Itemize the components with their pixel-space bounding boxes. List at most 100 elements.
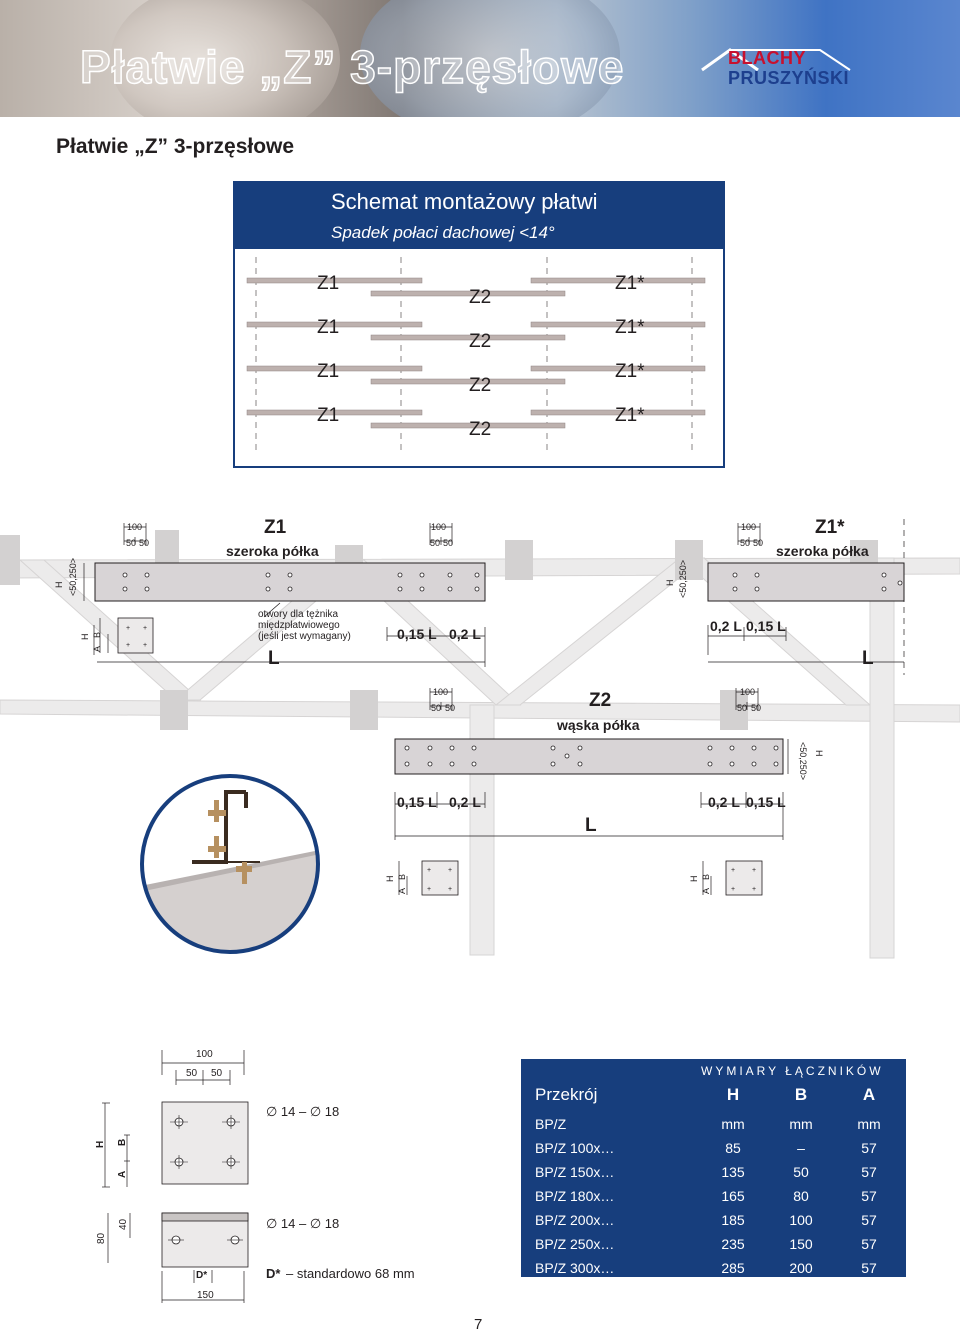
z2-conn-b-left: B	[397, 873, 407, 880]
table-header-section: Przekrój	[535, 1085, 598, 1104]
conn-h: H	[95, 1140, 106, 1148]
conn-dim-50b: 50	[211, 1068, 223, 1079]
svg-text:+: +	[427, 886, 431, 893]
schema-subtitle: Spadek połaci dachowej <14°	[331, 223, 555, 242]
connection-detail-circle	[140, 774, 320, 954]
banner-title: Płatwie „Z” 3-przęsłowe	[79, 40, 625, 94]
row-section: BP/Z 100x…	[535, 1140, 615, 1156]
page-heading: Płatwie „Z” 3-przęsłowe	[56, 135, 295, 158]
schema-label-z1s: Z1*	[615, 317, 645, 338]
row-a: mm	[857, 1116, 881, 1132]
connector-drawing	[102, 1050, 249, 1303]
row-a: 57	[861, 1164, 877, 1180]
table-header: WYMIARY ŁĄCZNIKÓW Przekrój H B A	[521, 1059, 906, 1112]
schema-label-z1: Z1	[317, 405, 340, 426]
z2-dim-100b: 100	[740, 687, 756, 697]
purlin-layout-diagram	[246, 257, 706, 454]
conn-hole-range-1: ∅ 14 – ∅ 18	[266, 1104, 340, 1119]
z1s-h-label: H	[665, 579, 675, 587]
table-caption: WYMIARY ŁĄCZNIKÓW	[701, 1064, 884, 1078]
svg-text:+: +	[448, 886, 452, 893]
schema-title: Schemat montażowy płatwi	[331, 189, 598, 214]
row-a: 57	[861, 1140, 877, 1156]
z1-dim-50-right-a: 50	[430, 538, 441, 548]
row-h: mm	[721, 1116, 745, 1132]
svg-text:+: +	[752, 886, 756, 893]
bracing-holes-note: otwory dla tężnika międzpłatwiowego (jeś…	[258, 609, 351, 642]
z1-range-label: <50,250>	[68, 557, 78, 596]
z2-span-l: L	[585, 815, 597, 836]
row-b: –	[797, 1140, 805, 1156]
z2-dim-02l-left: 0,2 L	[449, 794, 481, 810]
row-section: BP/Z 150x…	[535, 1164, 615, 1180]
steel-coil-photo-2	[360, 0, 620, 117]
z1s-dim-02l: 0,2 L	[710, 618, 742, 634]
z2-dim-02l-right: 0,2 L	[708, 794, 740, 810]
z2-dim-100a: 100	[433, 687, 449, 697]
assembly-schema: Schemat montażowy płatwi Spadek połaci d…	[233, 181, 725, 468]
page-number: 7	[474, 1316, 483, 1333]
z2-range-label: <50,250>	[798, 742, 808, 781]
z2-flange-label: wąska półka	[557, 717, 640, 733]
z1-dim-50b: 50	[139, 538, 150, 548]
conn-dim-dstar: D*	[196, 1270, 208, 1281]
z1-conn-b: B	[92, 631, 102, 638]
table-row: BP/Z 180x… 165 80 57	[521, 1184, 906, 1208]
z2-conn-h-right: H	[689, 875, 699, 883]
z1-span-l: L	[268, 648, 280, 669]
row-section: BP/Z 300x…	[535, 1260, 615, 1276]
schema-label-z2: Z2	[469, 375, 492, 396]
svg-text:+: +	[731, 886, 735, 893]
z1s-span-l: L	[862, 648, 874, 669]
table-row: BP/Z mm mm mm	[521, 1112, 906, 1136]
z2-conn-h-left: H	[385, 875, 395, 883]
table-row: BP/Z 250x… 235 150 57	[521, 1232, 906, 1256]
z1s-range-label: <50,250>	[678, 559, 688, 598]
row-a: 57	[861, 1236, 877, 1252]
steel-coil-photo	[110, 0, 340, 117]
row-h: 235	[721, 1236, 745, 1252]
table-row: BP/Z 200x… 185 100 57	[521, 1208, 906, 1232]
roof-icon	[701, 48, 851, 72]
conn-dim-40: 40	[118, 1218, 129, 1230]
row-h: 185	[721, 1212, 745, 1228]
table-header-h: H	[726, 1085, 740, 1104]
logo-line1: BLACHY	[728, 48, 806, 68]
row-h: 165	[721, 1188, 745, 1204]
conn-b: B	[117, 1138, 128, 1146]
row-a: 57	[861, 1188, 877, 1204]
z2-dim-50d: 50	[751, 703, 762, 713]
z1s-flange-label: szeroka półka	[776, 543, 869, 559]
z2-dim-015l-right: 0,15 L	[746, 794, 786, 810]
note-line-1: otwory dla tężnika	[258, 609, 339, 620]
svg-text:+: +	[143, 642, 147, 649]
z1s-dim-50a: 50	[740, 538, 751, 548]
row-b: 50	[793, 1164, 809, 1180]
logo-line2: PRUSZYŃSKI	[728, 68, 850, 88]
table-row: BP/Z 150x… 135 50 57	[521, 1160, 906, 1184]
z1-dim-02l: 0,2 L	[449, 626, 481, 642]
schema-label-z1s: Z1*	[615, 361, 645, 382]
svg-text:+: +	[143, 625, 147, 632]
header-banner: Płatwie „Z” 3-przęsłowe BLACHY PRUSZYŃSK…	[0, 0, 960, 117]
conn-a: A	[117, 1170, 128, 1178]
conn-dim-100: 100	[196, 1049, 213, 1060]
table-row: BP/Z 300x… 285 200 57	[521, 1256, 906, 1280]
z1s-dim-50b: 50	[753, 538, 764, 548]
row-h: 135	[721, 1164, 745, 1180]
table-header-b: B	[794, 1085, 808, 1104]
row-b: 80	[793, 1188, 809, 1204]
schema-label-z1: Z1	[317, 273, 340, 294]
z1s-dim-100: 100	[741, 522, 757, 532]
svg-text:+: +	[448, 867, 452, 874]
svg-text:+: +	[126, 642, 130, 649]
conn-d-note-symbol: D*	[266, 1266, 281, 1281]
table-header-a: A	[862, 1085, 876, 1104]
note-line-3: (jeśli jest wymagany)	[258, 631, 351, 642]
schema-label-z2: Z2	[469, 331, 492, 352]
z1s-dim-015l: 0,15 L	[746, 618, 786, 634]
z1-h-label: H	[54, 581, 64, 589]
schema-label-z2: Z2	[469, 287, 492, 308]
z2-h-label: H	[814, 750, 824, 757]
z1-conn-h: H	[80, 633, 90, 641]
